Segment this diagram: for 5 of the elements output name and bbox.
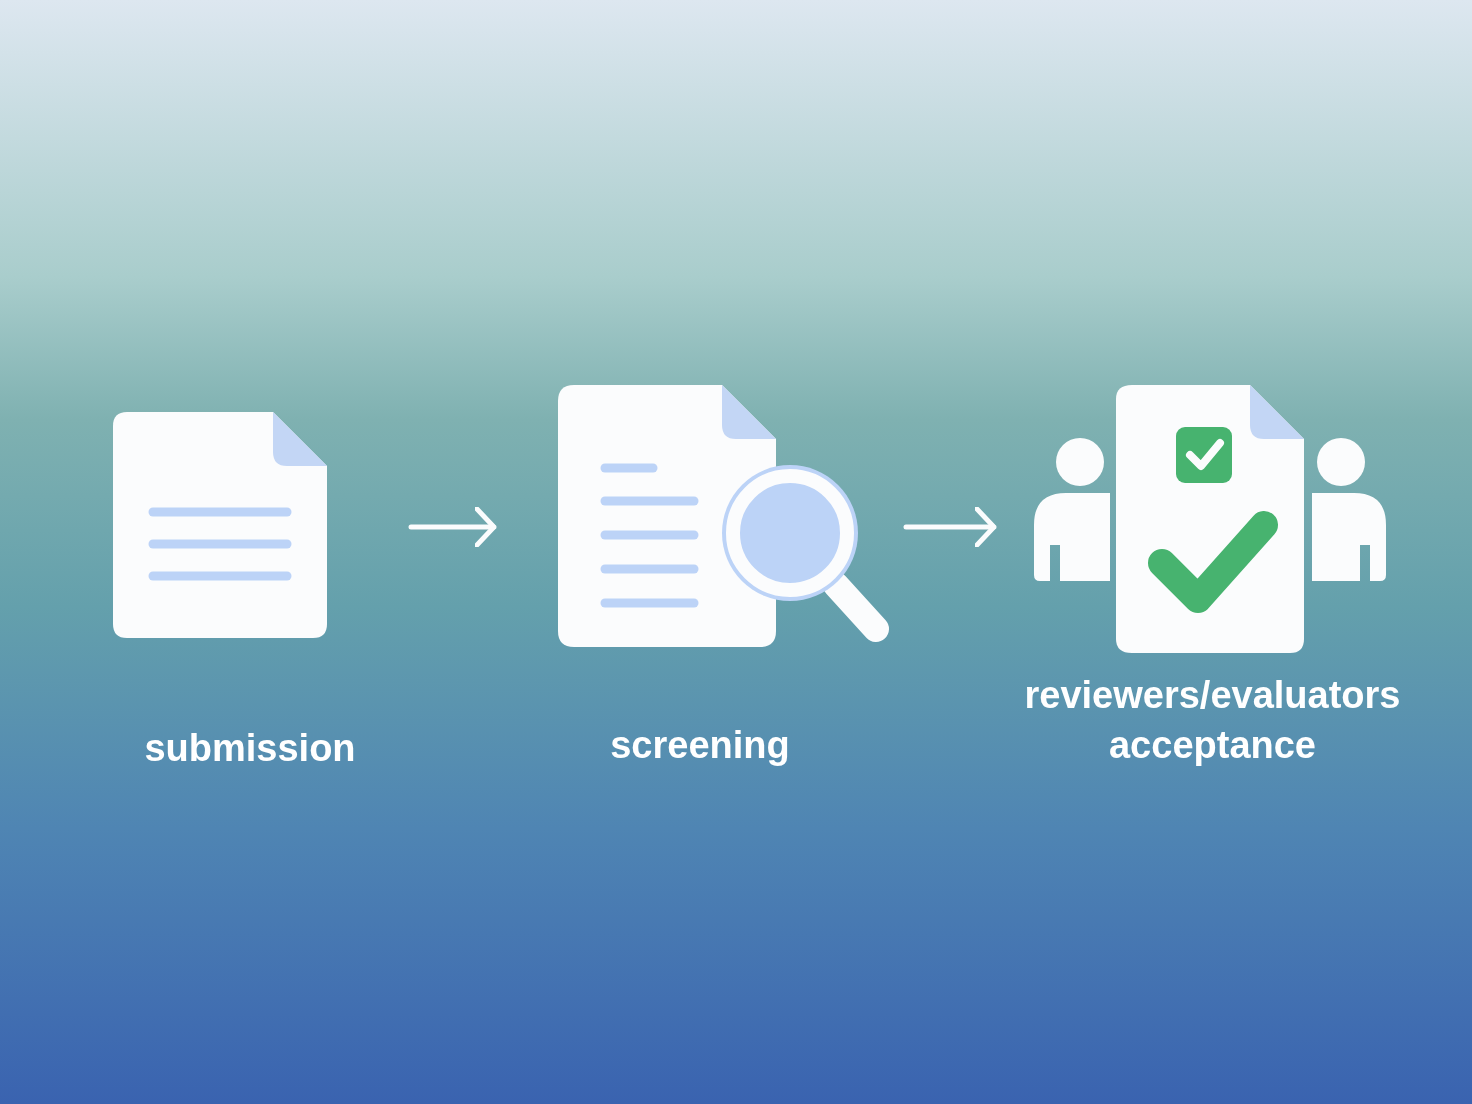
- step-label: submission: [143, 726, 357, 771]
- step-label: reviewers/evaluators acceptance: [1023, 673, 1402, 768]
- arrow: [408, 505, 497, 549]
- step-label: screening: [609, 723, 791, 768]
- arrow: [903, 505, 997, 549]
